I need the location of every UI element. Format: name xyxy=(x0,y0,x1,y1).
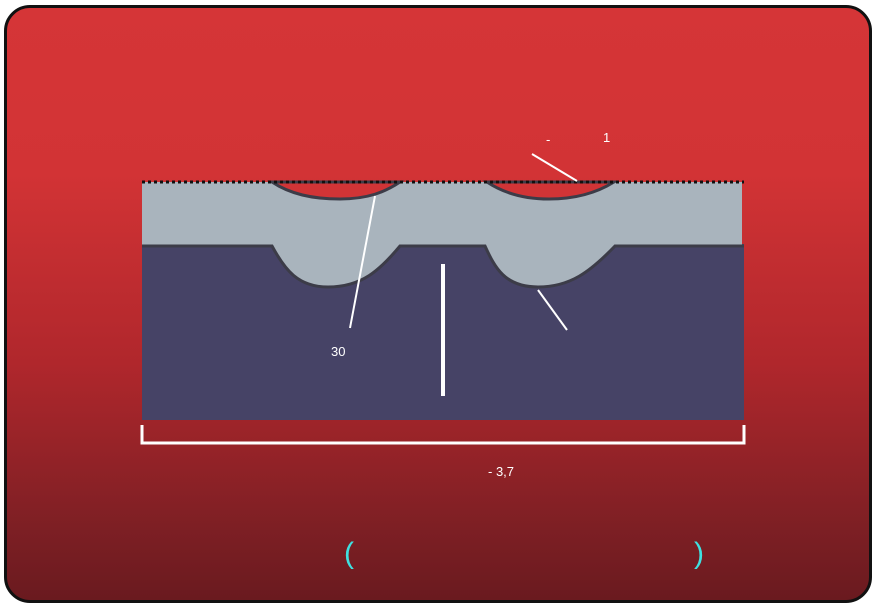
open-bracket: ( xyxy=(344,537,354,570)
label-dash: - xyxy=(546,132,551,147)
interface-line xyxy=(142,244,744,289)
upper-layer xyxy=(142,182,742,287)
label-thirty: 30 xyxy=(331,344,346,359)
label-width: - 3,7 xyxy=(488,464,515,479)
surface-dip-right xyxy=(482,180,620,201)
annotation-line-lower xyxy=(537,289,568,331)
annotation-line-30 xyxy=(349,195,376,329)
label-one: 1 xyxy=(603,130,611,145)
surface-dip-left xyxy=(267,180,405,201)
width-bracket xyxy=(140,425,746,445)
annotation-line-1 xyxy=(531,153,578,182)
close-bracket: ) xyxy=(694,537,704,570)
